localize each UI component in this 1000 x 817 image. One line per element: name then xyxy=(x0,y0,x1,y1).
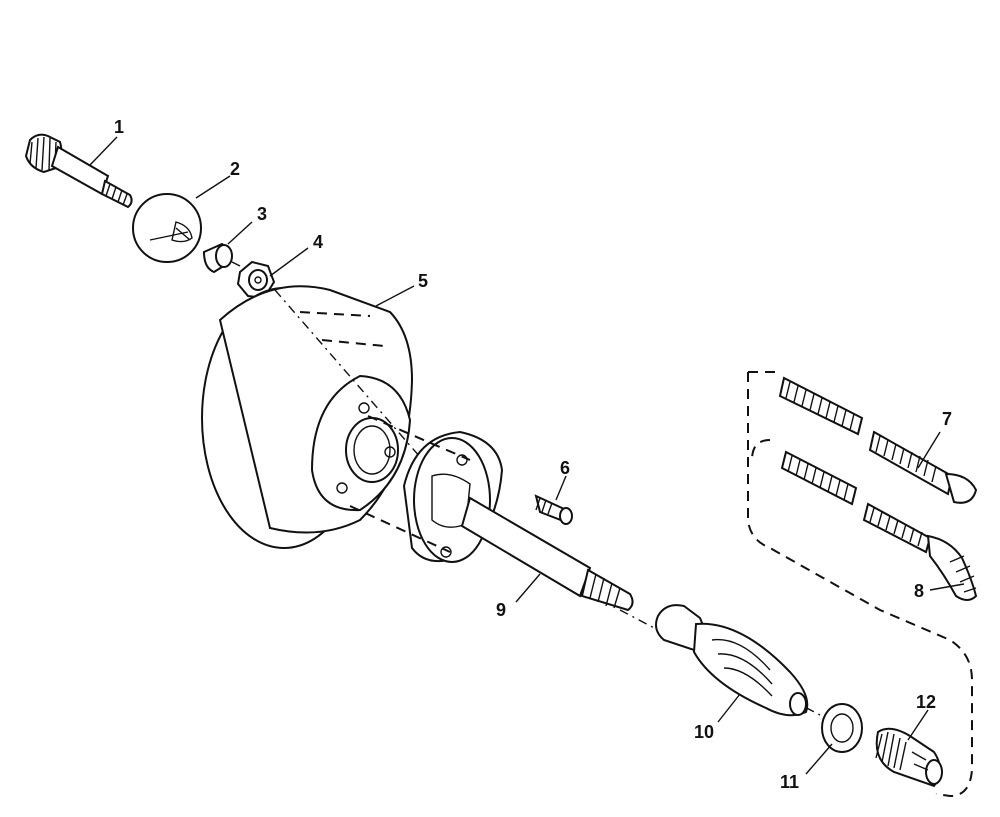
knurled-screw-icon xyxy=(24,133,133,209)
callout-3: 3 xyxy=(257,204,267,224)
spacer-icon xyxy=(202,242,241,274)
callout-7: 7 xyxy=(942,409,952,429)
callout-10: 10 xyxy=(694,722,714,742)
callout-11: 11 xyxy=(780,772,799,792)
callout-2: 2 xyxy=(230,159,240,179)
washer-icon xyxy=(821,703,863,753)
callout-9: 9 xyxy=(496,600,506,620)
handle-grip-icon xyxy=(655,604,809,717)
callout-4: 4 xyxy=(313,232,323,252)
callout-labels: 1 2 3 4 5 6 7 8 9 10 11 12 xyxy=(114,117,952,792)
callout-8: 8 xyxy=(914,581,924,601)
drill-chuck-icon xyxy=(875,727,943,788)
cable-with-bulb-tip-icon xyxy=(778,376,978,504)
callout-5: 5 xyxy=(418,271,428,291)
callout-6: 6 xyxy=(560,458,570,478)
callout-1: 1 xyxy=(114,117,124,137)
callout-12: 12 xyxy=(916,692,936,712)
flanged-shaft-icon xyxy=(349,415,634,612)
cable-kit-enclosure xyxy=(747,371,973,798)
ball-knob-icon xyxy=(132,193,202,263)
set-screw-icon xyxy=(534,494,573,525)
leader-lines xyxy=(89,136,965,775)
drum-icon xyxy=(201,285,414,549)
